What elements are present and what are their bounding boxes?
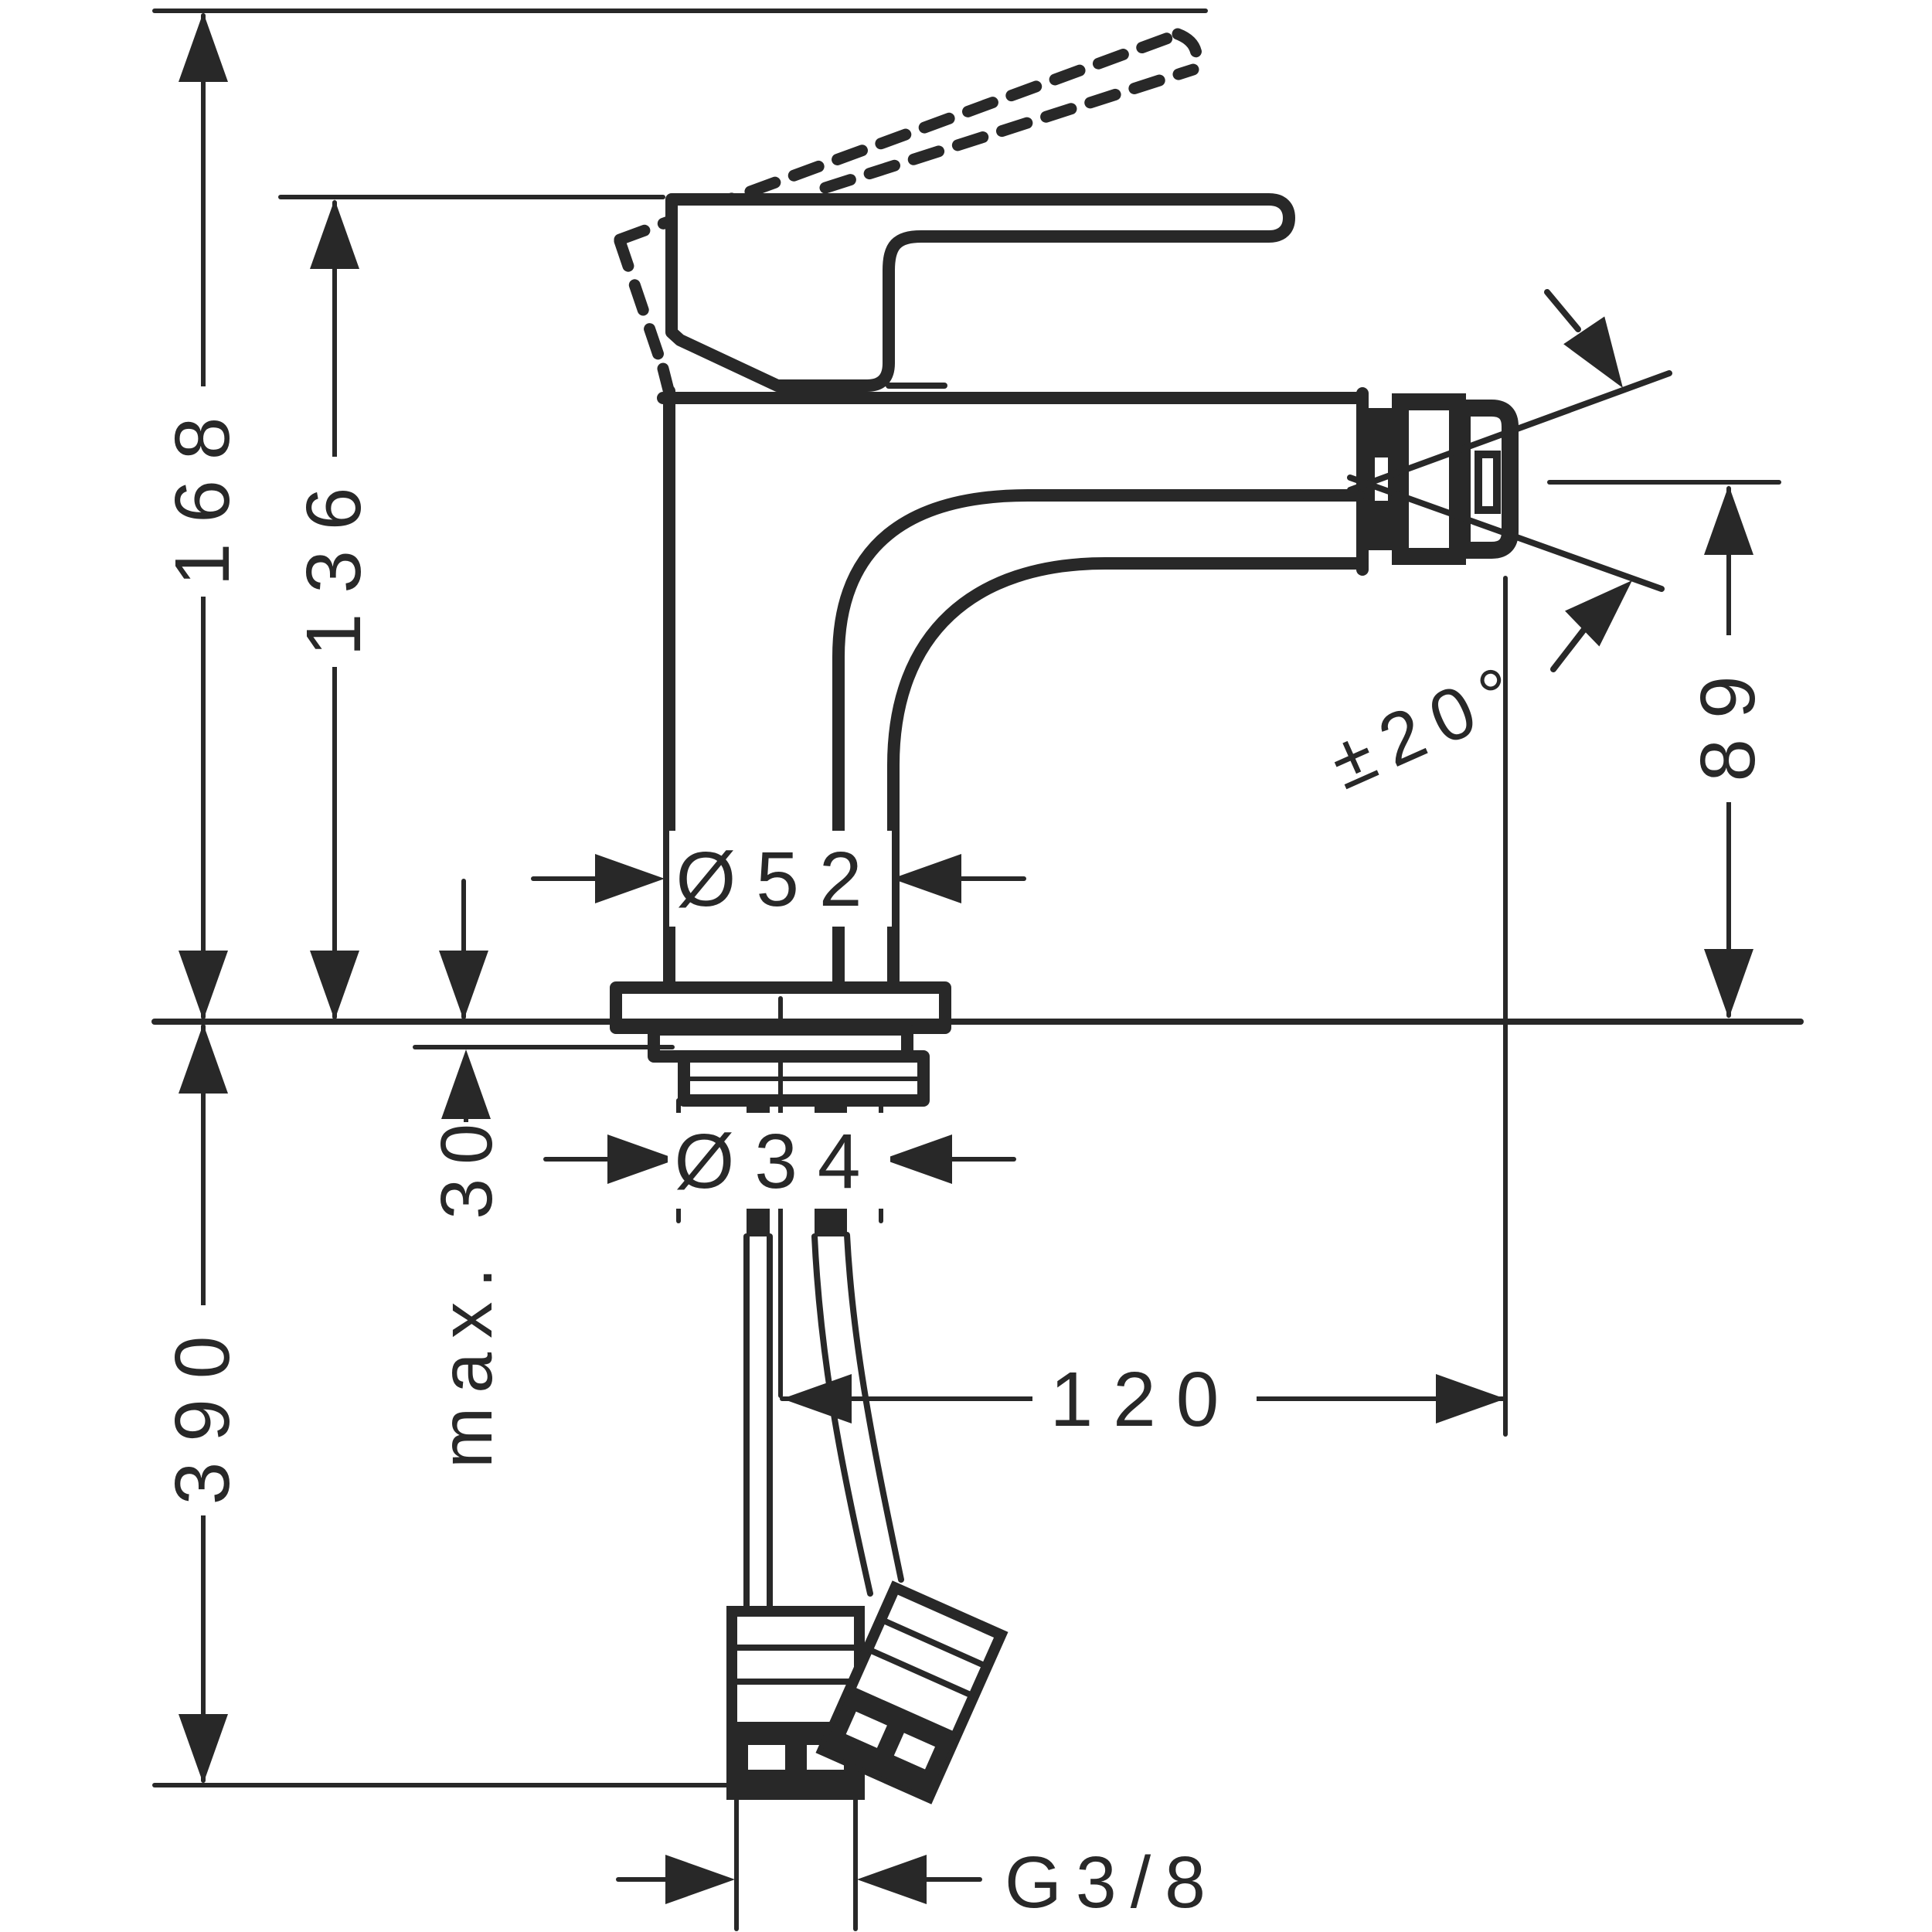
- dim-label-spout-reach: 120: [1050, 1356, 1240, 1443]
- spout-bottom-edge: [887, 557, 1369, 999]
- dimension-height-to-handle: 136: [278, 195, 665, 1020]
- dimension-max-counter-thickness: max. 30: [413, 879, 675, 1468]
- dim-label-max-counter-thickness: max. 30: [426, 1110, 508, 1468]
- dim-label-total-height: 168: [159, 397, 246, 587]
- dim-label-connection-thread: G3/8: [1005, 1842, 1219, 1923]
- dimension-height-below-counter: 390: [152, 1024, 735, 1787]
- supply-hoses: [743, 1232, 904, 1614]
- handle-lever: [665, 193, 1295, 392]
- hose-connector-angled: [815, 1580, 1009, 1804]
- dim-label-outlet-height: 89: [1685, 655, 1771, 781]
- dim-label-body-diameter: Ø52: [675, 836, 882, 923]
- dim-label-height-below-counter: 390: [159, 1316, 246, 1505]
- dimension-body-diameter: Ø52: [531, 831, 1026, 927]
- dimension-connection-thread: G3/8: [616, 1792, 1219, 1931]
- dimension-outlet-height: 89: [1547, 480, 1781, 1019]
- dimension-shank-diameter: Ø34: [543, 1098, 1016, 1223]
- dim-label-height-to-handle: 136: [291, 468, 377, 657]
- aerator-outlet-slot: [1475, 451, 1501, 514]
- spout-inner-edge: [832, 489, 1365, 999]
- dimension-spout-reach: 120: [780, 576, 1508, 1447]
- dimension-total-height: 168: [152, 9, 1208, 1020]
- dim-label-shank-diameter: Ø34: [674, 1118, 880, 1205]
